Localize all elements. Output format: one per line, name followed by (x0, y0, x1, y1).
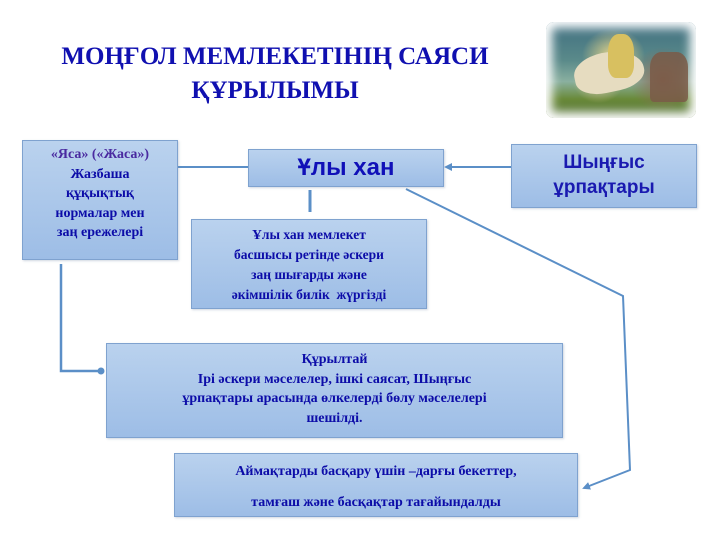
desc-line: әкімшілік билік жүргізді (231, 287, 387, 302)
yasa-line: құқықтық (65, 186, 134, 201)
yasa-line: заң ережелері (56, 225, 144, 240)
slide-title: МОҢҒОЛ МЕМЛЕКЕТІНІҢ САЯСИ ҚҰРЫЛЫМЫ (20, 40, 530, 108)
kurultai-line: Ірі әскери мәселелер, ішкі саясат, Шыңғы… (197, 371, 472, 387)
painting-rider-shape (608, 34, 634, 78)
shyngys-line: Шыңғыс (563, 152, 645, 173)
uly-khan-box: Ұлы хан (248, 149, 444, 187)
yasa-line: Жазбаша (70, 166, 130, 182)
shyngys-descendants-box: Шыңғыс ұрпақтары (511, 144, 697, 208)
shyngys-line: ұрпақтары (553, 177, 655, 198)
uly-khan-label: Ұлы хан (297, 154, 395, 181)
yasa-line: нормалар мен (55, 205, 145, 221)
desc-line: заң шығарды және (251, 267, 367, 282)
desc-line: басшысы ретінде әскери (234, 247, 384, 262)
yasa-title: «Яса» («Жаса») (50, 147, 150, 162)
desc-line: Ұлы хан мемлекет (252, 227, 366, 242)
title-line-1: МОҢҒОЛ МЕМЛЕКЕТІНІҢ САЯСИ (61, 43, 489, 70)
title-line-2: ҚҰРЫЛЫМЫ (191, 77, 359, 104)
kurultai-line: шешілді. (306, 410, 363, 426)
kurultai-line: ұрпақтары арасында өлкелерді бөлу мәселе… (182, 391, 487, 406)
kurultai-heading: Құрылтай (301, 352, 368, 367)
aimak-box: Аймақтарды басқару үшін –дарғы бекеттер,… (174, 453, 578, 517)
aimak-line: тамғаш және басқақтар тағайындалды (251, 495, 501, 510)
uly-khan-description-box: Ұлы хан мемлекет басшысы ретінде әскери … (191, 219, 427, 309)
aimak-line: Аймақтарды басқару үшін –дарғы бекеттер, (235, 464, 517, 479)
painting-army-shape (650, 52, 688, 102)
mongol-khan-painting (546, 22, 696, 118)
yasa-box: «Яса» («Жаса») Жазбаша құқықтық нормалар… (22, 140, 178, 260)
kurultai-box: Құрылтай Ірі әскери мәселелер, ішкі саяс… (106, 343, 563, 438)
